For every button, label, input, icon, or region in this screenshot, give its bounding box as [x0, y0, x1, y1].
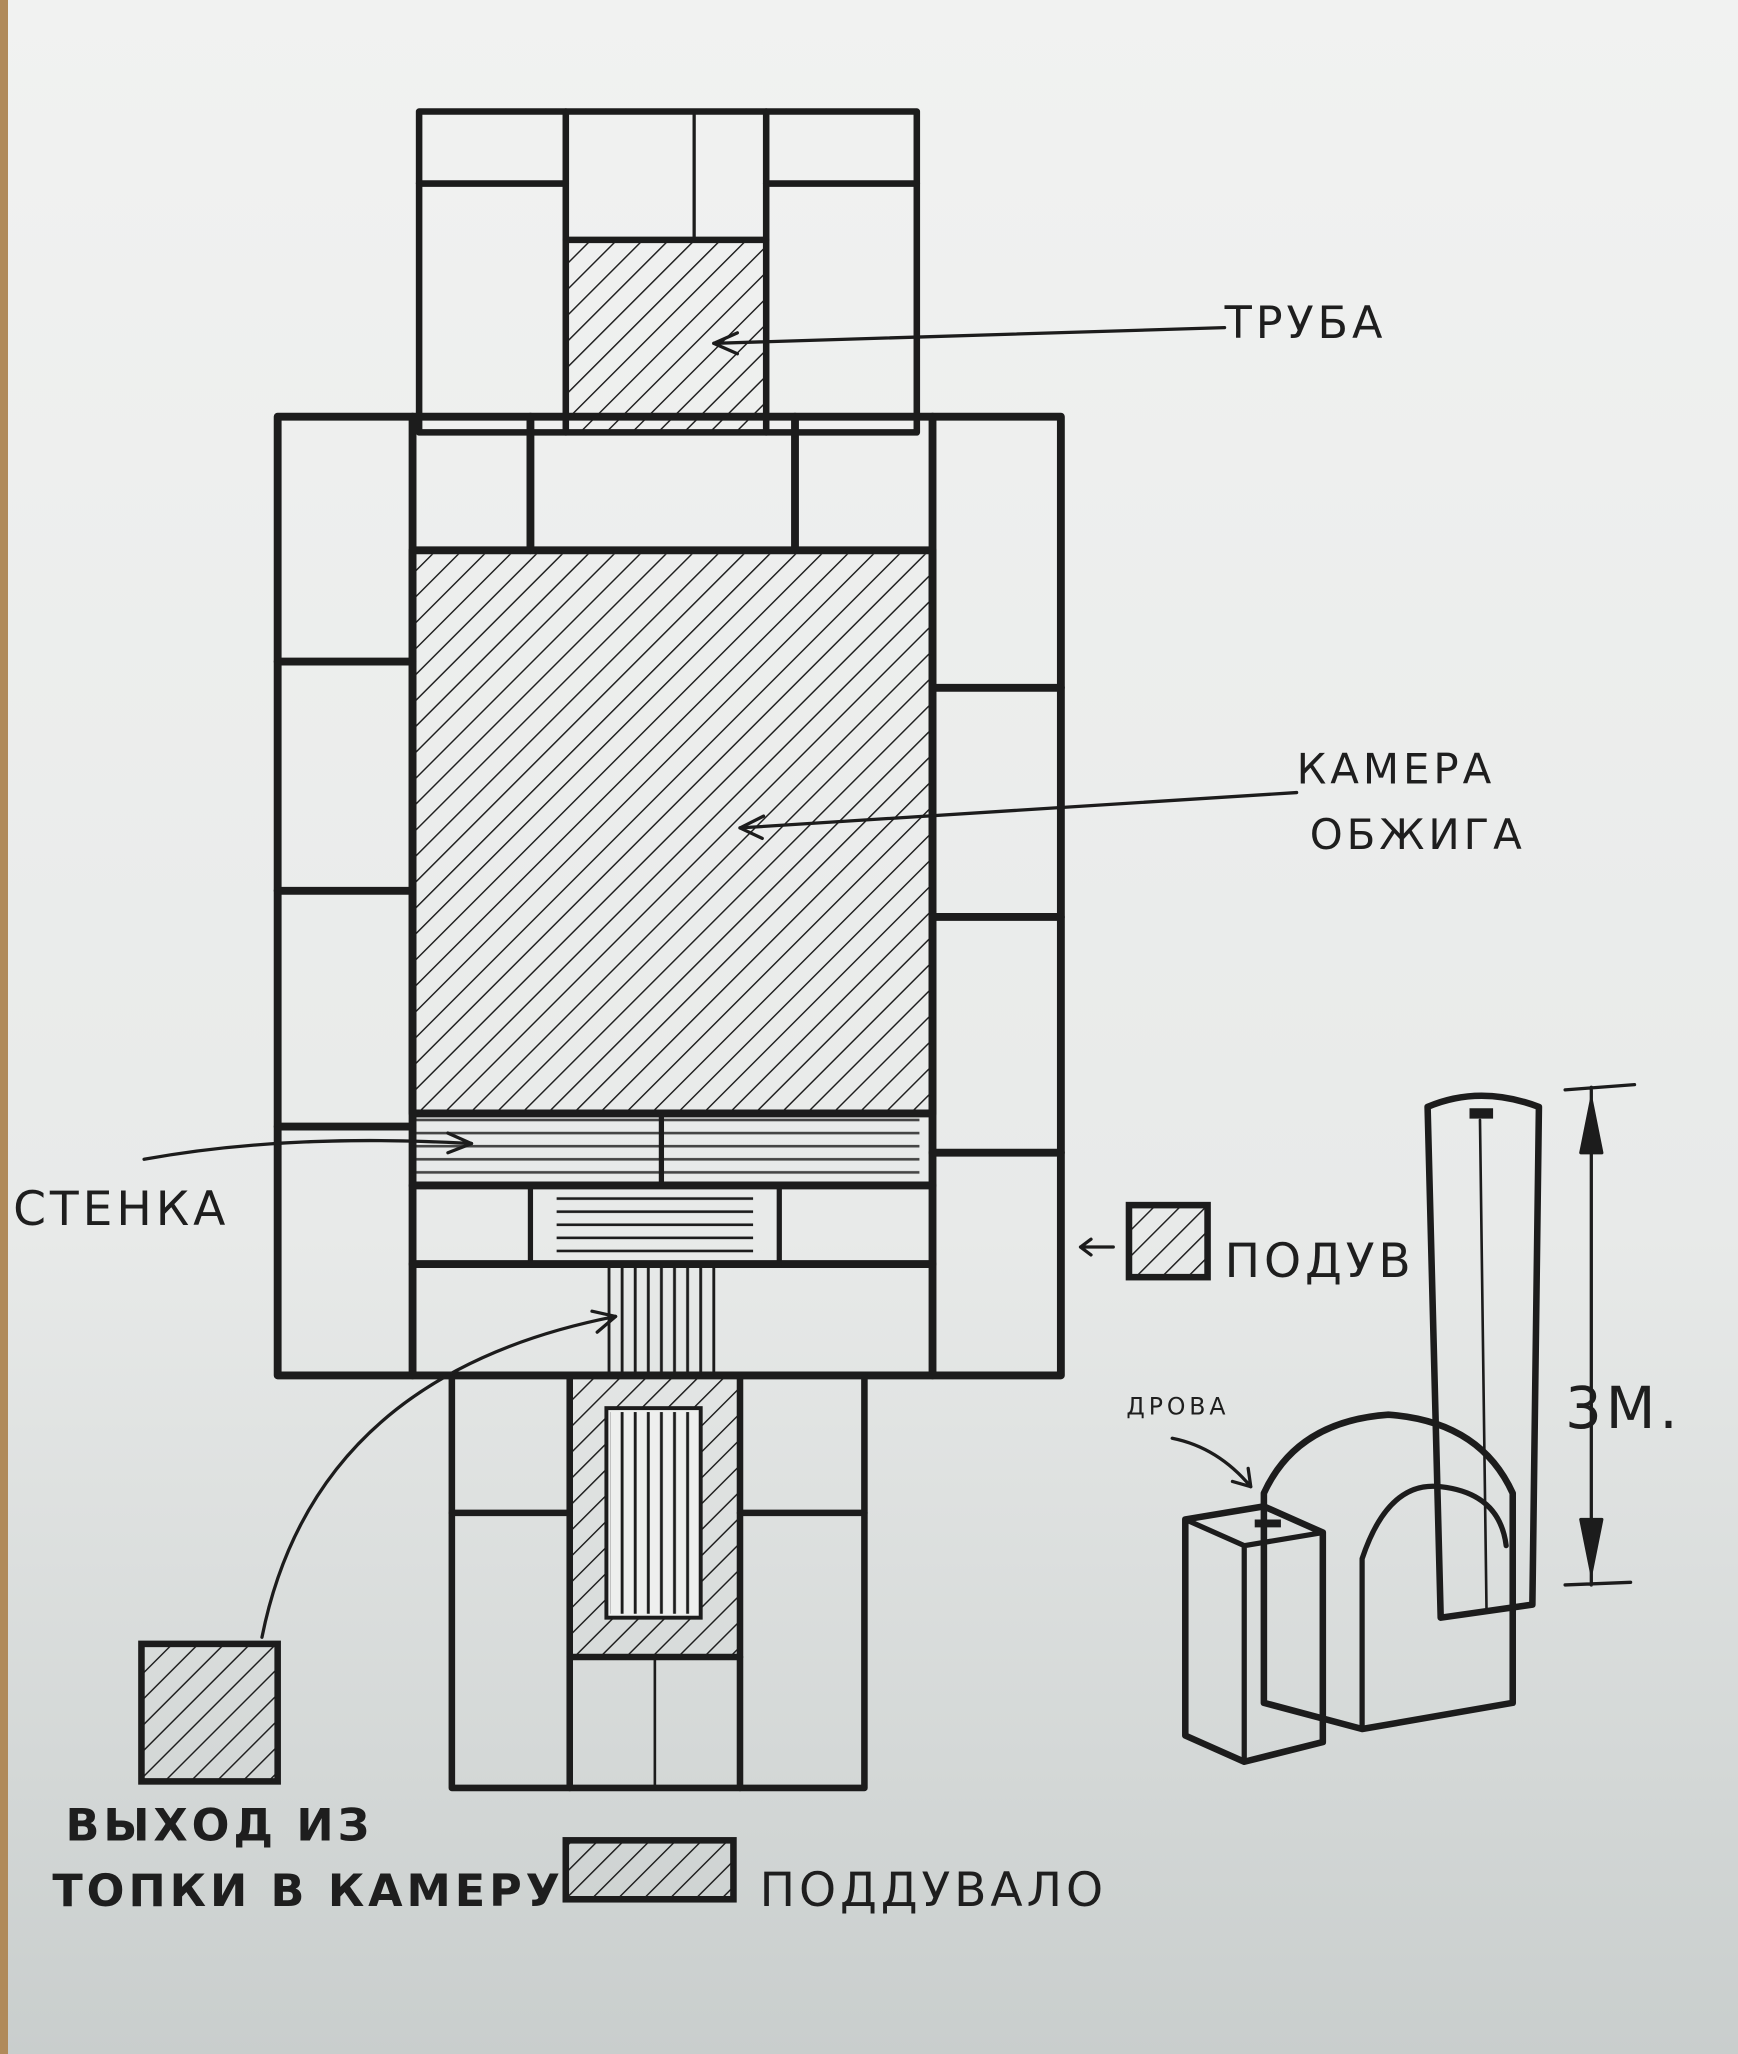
iso-arch-chamber [1260, 1411, 1517, 1733]
firebox-inner-hatch [610, 1412, 697, 1614]
chimney-flue-hatch [568, 242, 764, 430]
wall-hatch [416, 1116, 920, 1182]
label-chamber-2: ОБЖИГА [1310, 810, 1526, 859]
isometric-kiln [1182, 1092, 1543, 1766]
label-chimney: ТРУБА [1224, 297, 1387, 349]
firebox-exit-hatch [605, 1267, 721, 1373]
chamber-arrow [738, 790, 1299, 830]
wall-arrow [142, 1138, 474, 1161]
legend-air-swatch [1125, 1201, 1211, 1281]
label-ash-pit: ПОДДУВАЛО [760, 1863, 1107, 1918]
label-wall: СТЕНКА [13, 1182, 229, 1237]
exit-arrow [260, 1314, 618, 1639]
label-exit-2: ТОПКИ В КАМЕРУ [52, 1865, 564, 1917]
label-air-inlet: ПОДУВ [1225, 1234, 1415, 1289]
iso-firebox [1182, 1503, 1327, 1766]
paper-edge [0, 0, 8, 2054]
grate-hatch [556, 1194, 754, 1255]
iso-chimney [1424, 1092, 1543, 1621]
label-exit-1: ВЫХОД ИЗ [65, 1799, 373, 1851]
firing-chamber-hatch [416, 554, 929, 1110]
label-firewood: ДРОВА [1126, 1393, 1229, 1421]
chimney-block [415, 108, 921, 436]
air-arrow [1078, 1237, 1115, 1257]
firewood-arrow [1170, 1436, 1253, 1489]
label-height: 3М. [1565, 1375, 1681, 1442]
firebox-block [448, 1372, 868, 1792]
height-dimension [1563, 1082, 1637, 1587]
chimney-arrow [712, 325, 1227, 345]
legend-ashpit-swatch [562, 1837, 737, 1903]
leader-lines [142, 325, 1637, 1639]
label-chamber-1: КАМЕРА [1297, 744, 1496, 793]
legend-exit-swatch [138, 1640, 281, 1785]
